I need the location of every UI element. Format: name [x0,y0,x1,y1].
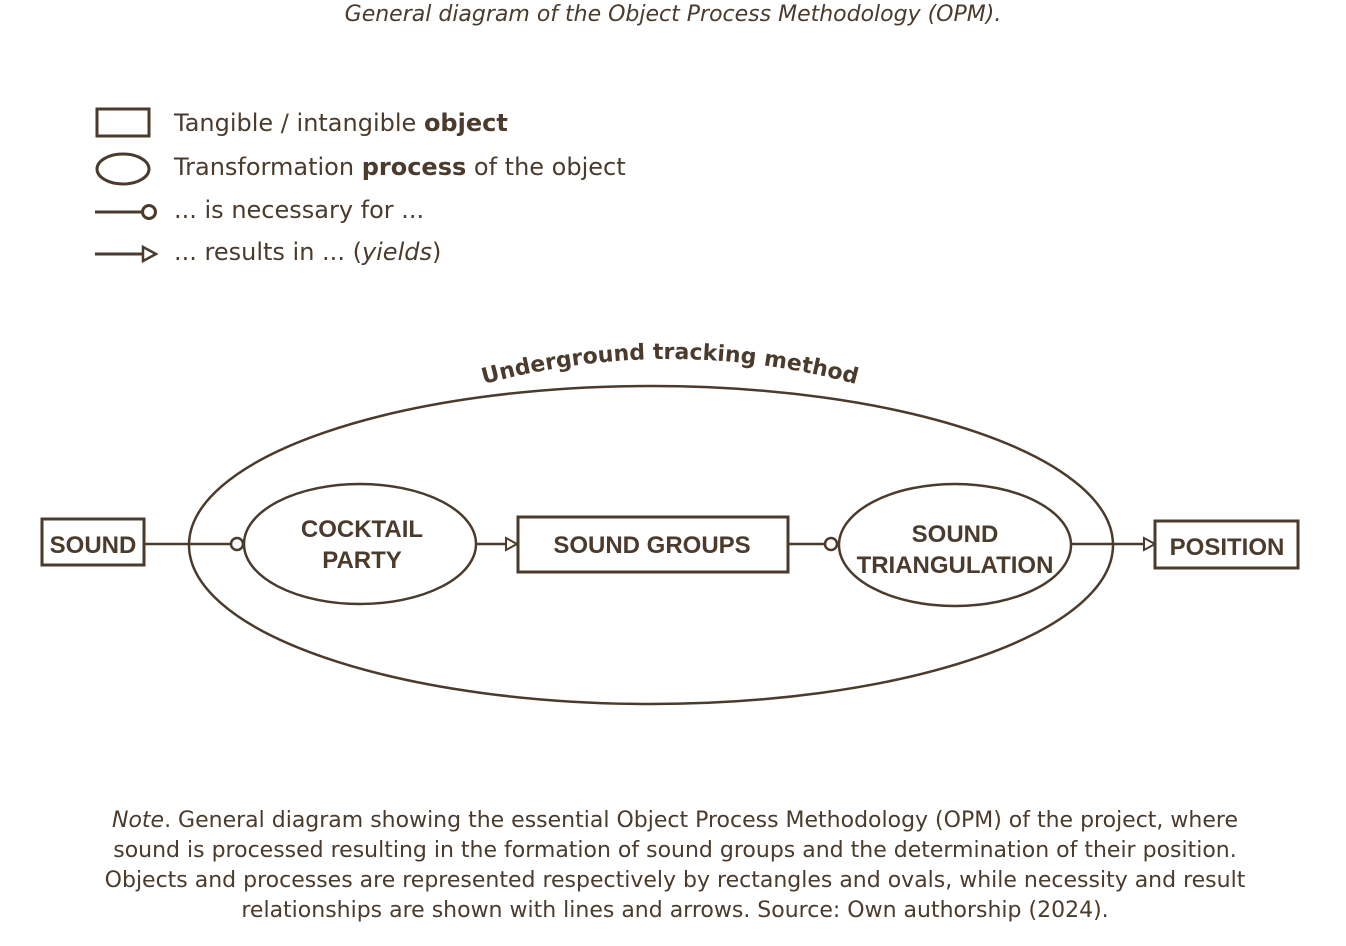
legend-label-necessary: ... is necessary for ... [174,196,425,224]
object-position: POSITION [1153,519,1300,570]
link-triangulation-to-position [1071,536,1158,552]
object-sound-label: SOUND [50,532,137,559]
note-body: . General diagram showing the essential … [104,808,1246,923]
note-lead: Note [111,808,165,833]
legend-label-object: Tangible / intangible object [174,109,508,137]
arrow-line-icon [95,244,159,264]
legend-item-results: ... results in ... (yields) [94,238,654,278]
legend-label-results: ... results in ... (yields) [174,238,442,266]
link-cocktail-to-groups [476,536,520,552]
circle-end-line-icon [95,204,157,220]
method-label: Underground tracking method [479,340,861,390]
legend-item-process: Transformation process of the object [94,150,654,190]
link-groups-to-triangulation [789,536,839,552]
figure-note: Note. General diagram showing the essent… [100,806,1250,926]
object-sound-groups-label: SOUND GROUPS [553,532,750,559]
process-sound-triangulation: SOUND TRIANGULATION [837,482,1073,608]
object-position-label: POSITION [1170,534,1285,561]
legend-label-process: Transformation process of the object [174,153,626,181]
oval-icon [95,152,151,186]
object-sound: SOUND [40,517,146,567]
process-triangulation-label-line1: SOUND [912,521,999,548]
rectangle-icon [95,107,151,138]
figure-caption: General diagram of the Object Process Me… [344,2,1002,27]
process-cocktail-party: COCKTAIL PARTY [242,482,478,606]
process-triangulation-label-line2: TRIANGULATION [857,552,1054,579]
object-sound-groups: SOUND GROUPS [516,515,790,574]
process-cocktail-label-line1: COCKTAIL [301,516,423,543]
link-sound-to-cocktail [145,536,245,552]
legend-item-object: Tangible / intangible object [94,104,654,144]
legend-item-necessary: ... is necessary for ... [94,196,654,236]
process-cocktail-label-line2: PARTY [322,547,402,574]
